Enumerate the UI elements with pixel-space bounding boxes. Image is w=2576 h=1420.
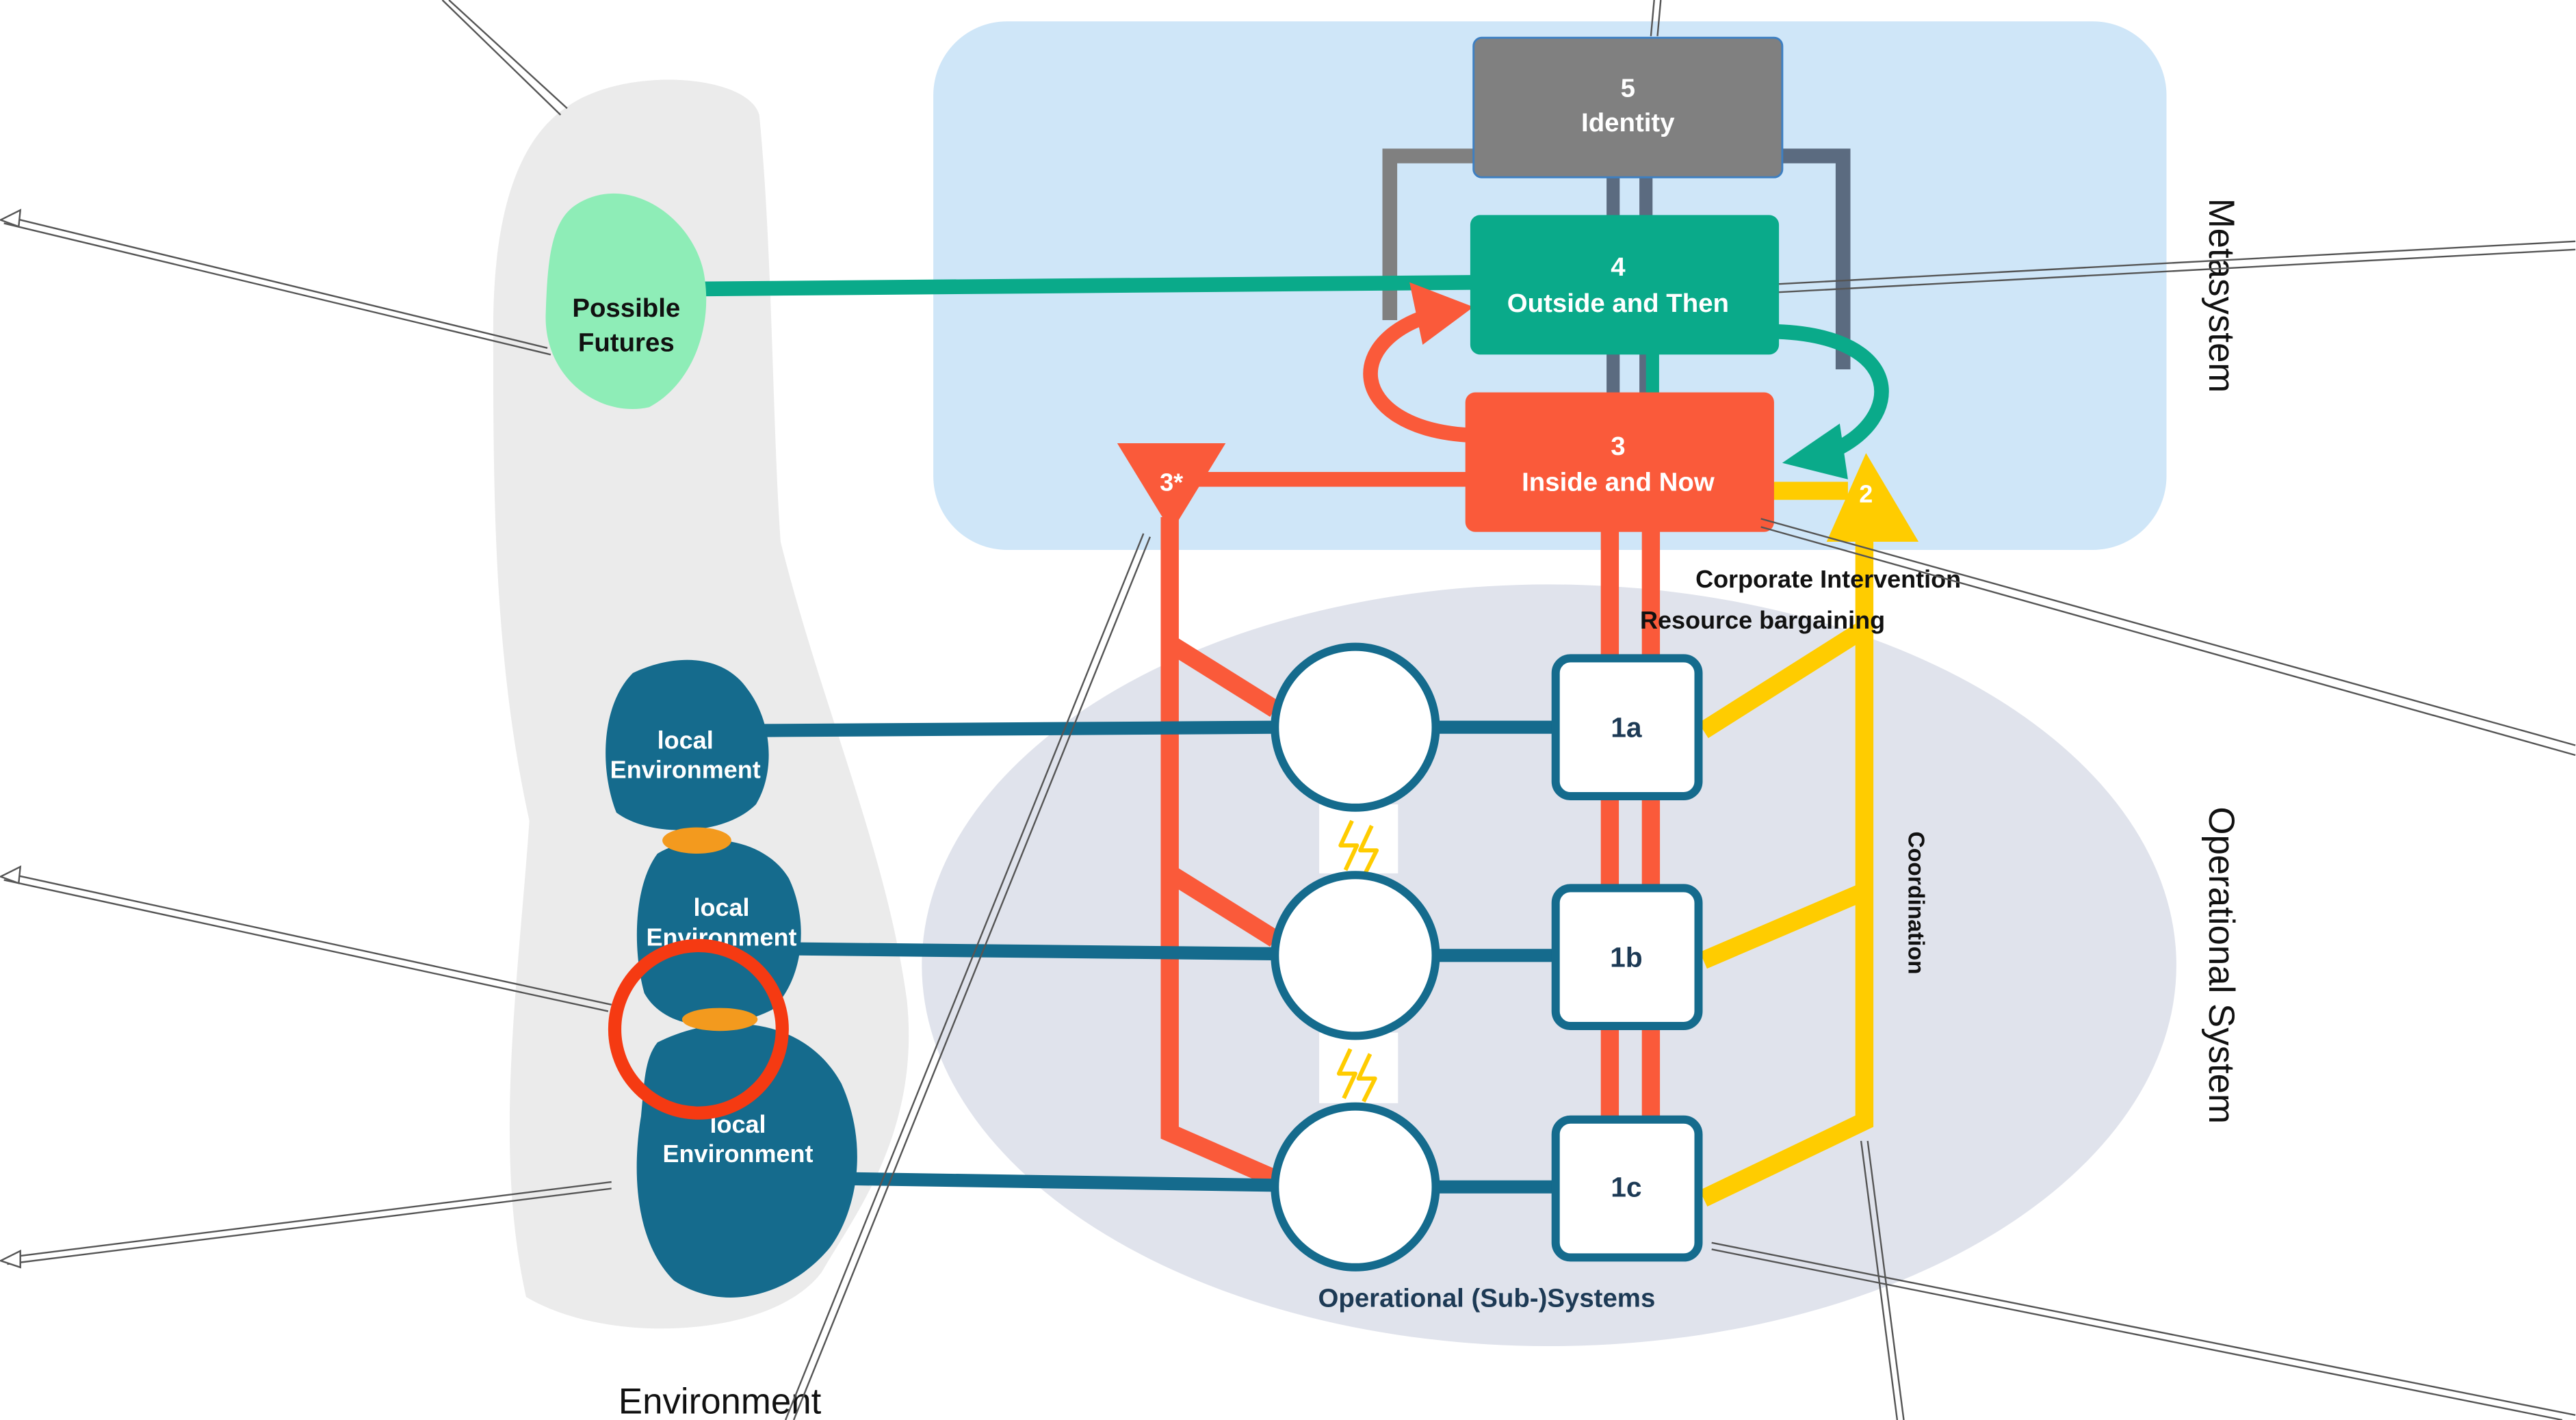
outside-then-number: 4 <box>1611 252 1626 282</box>
operational-system-label: Operational System <box>2201 806 2241 1124</box>
audit-branch-1a <box>1165 635 1280 717</box>
coordination-label: Coordination <box>1903 832 1929 975</box>
local-environment-blob-3 <box>636 1023 857 1298</box>
callout-lines <box>3 0 2576 1420</box>
operation-circle-1a <box>1271 642 1440 812</box>
possible-futures-line1: Possible <box>572 293 680 323</box>
corporate-intervention-label: Corporate Intervention <box>1695 565 1961 593</box>
coordination-trunk <box>1699 509 1874 1207</box>
operational-system-region <box>922 584 2176 1346</box>
s3-to-s4-arrowhead <box>1409 282 1474 345</box>
identity-box <box>1472 36 1784 179</box>
env-connector-2-3 <box>681 1008 758 1031</box>
identity-name: Identity <box>1581 108 1675 137</box>
local-env-link-1b <box>796 942 1275 960</box>
inside-now-name: Inside and Now <box>1522 468 1715 497</box>
inside-now-box <box>1465 392 1774 532</box>
identity-number: 5 <box>1621 74 1635 103</box>
operational-subsystems-label: Operational (Sub-)Systems <box>1318 1283 1656 1313</box>
inside-now-number: 3 <box>1611 432 1625 461</box>
futures-channel <box>698 275 1482 297</box>
unit-label-1b: 1b <box>1610 942 1643 973</box>
local-env-1-line2: Environment <box>610 756 761 784</box>
local-environment-blob-1 <box>606 659 769 830</box>
highlight-ring <box>608 938 789 1120</box>
unit-box-1b <box>1551 884 1703 1030</box>
coordination-branch-1b <box>1700 883 1869 969</box>
ops-gap-2 <box>1319 1032 1398 1103</box>
lightning-icon <box>1336 1048 1377 1103</box>
unit-box-1a <box>1551 654 1703 800</box>
local-env-1-line1: local <box>658 726 714 754</box>
local-env-link-1c <box>846 1172 1275 1192</box>
unit-label-1a: 1a <box>1611 712 1642 744</box>
metasystem-label: Metasystem <box>2201 198 2241 393</box>
identity-right-loop <box>1777 148 1851 369</box>
callout-arrowhead-local-env <box>0 1249 21 1269</box>
env-connector-1-2 <box>662 827 731 854</box>
unit-label-1c: 1c <box>1611 1172 1641 1203</box>
s4-to-s3-arrowhead <box>1782 423 1848 479</box>
operation-circle-1c <box>1271 1102 1440 1272</box>
environment-label: Environment <box>619 1381 822 1420</box>
local-env-3-line2: Environment <box>662 1140 813 1168</box>
s3-star-label: 3* <box>1160 469 1183 497</box>
s2-triangle <box>1826 453 1919 542</box>
unit-box-1c <box>1551 1115 1703 1262</box>
s4-to-s3-curve <box>1777 324 1889 458</box>
possible-futures-blob <box>545 193 707 410</box>
lightning-icon <box>1338 819 1379 875</box>
callout-arrowhead-futures <box>0 209 22 228</box>
local-env-link-1a <box>764 720 1275 737</box>
outside-then-box <box>1470 215 1780 355</box>
operation-circle-1b <box>1271 871 1440 1040</box>
ops-gap-1 <box>1319 804 1398 873</box>
possible-futures-line2: Futures <box>578 328 675 358</box>
s3-star-triangle <box>1117 443 1226 532</box>
identity-left-loop <box>1382 148 1479 320</box>
outside-then-name: Outside and Then <box>1507 289 1729 318</box>
resource-bargaining-label: Resource bargaining <box>1640 606 1885 634</box>
coordination-branch-1a <box>1698 621 1869 739</box>
s2-label: 2 <box>1859 479 1873 508</box>
callout-arrowhead-ring <box>0 865 22 884</box>
s3-to-s4-curve <box>1363 304 1468 443</box>
local-env-2-line1: local <box>693 893 749 921</box>
audit-branch-1b <box>1165 865 1280 947</box>
